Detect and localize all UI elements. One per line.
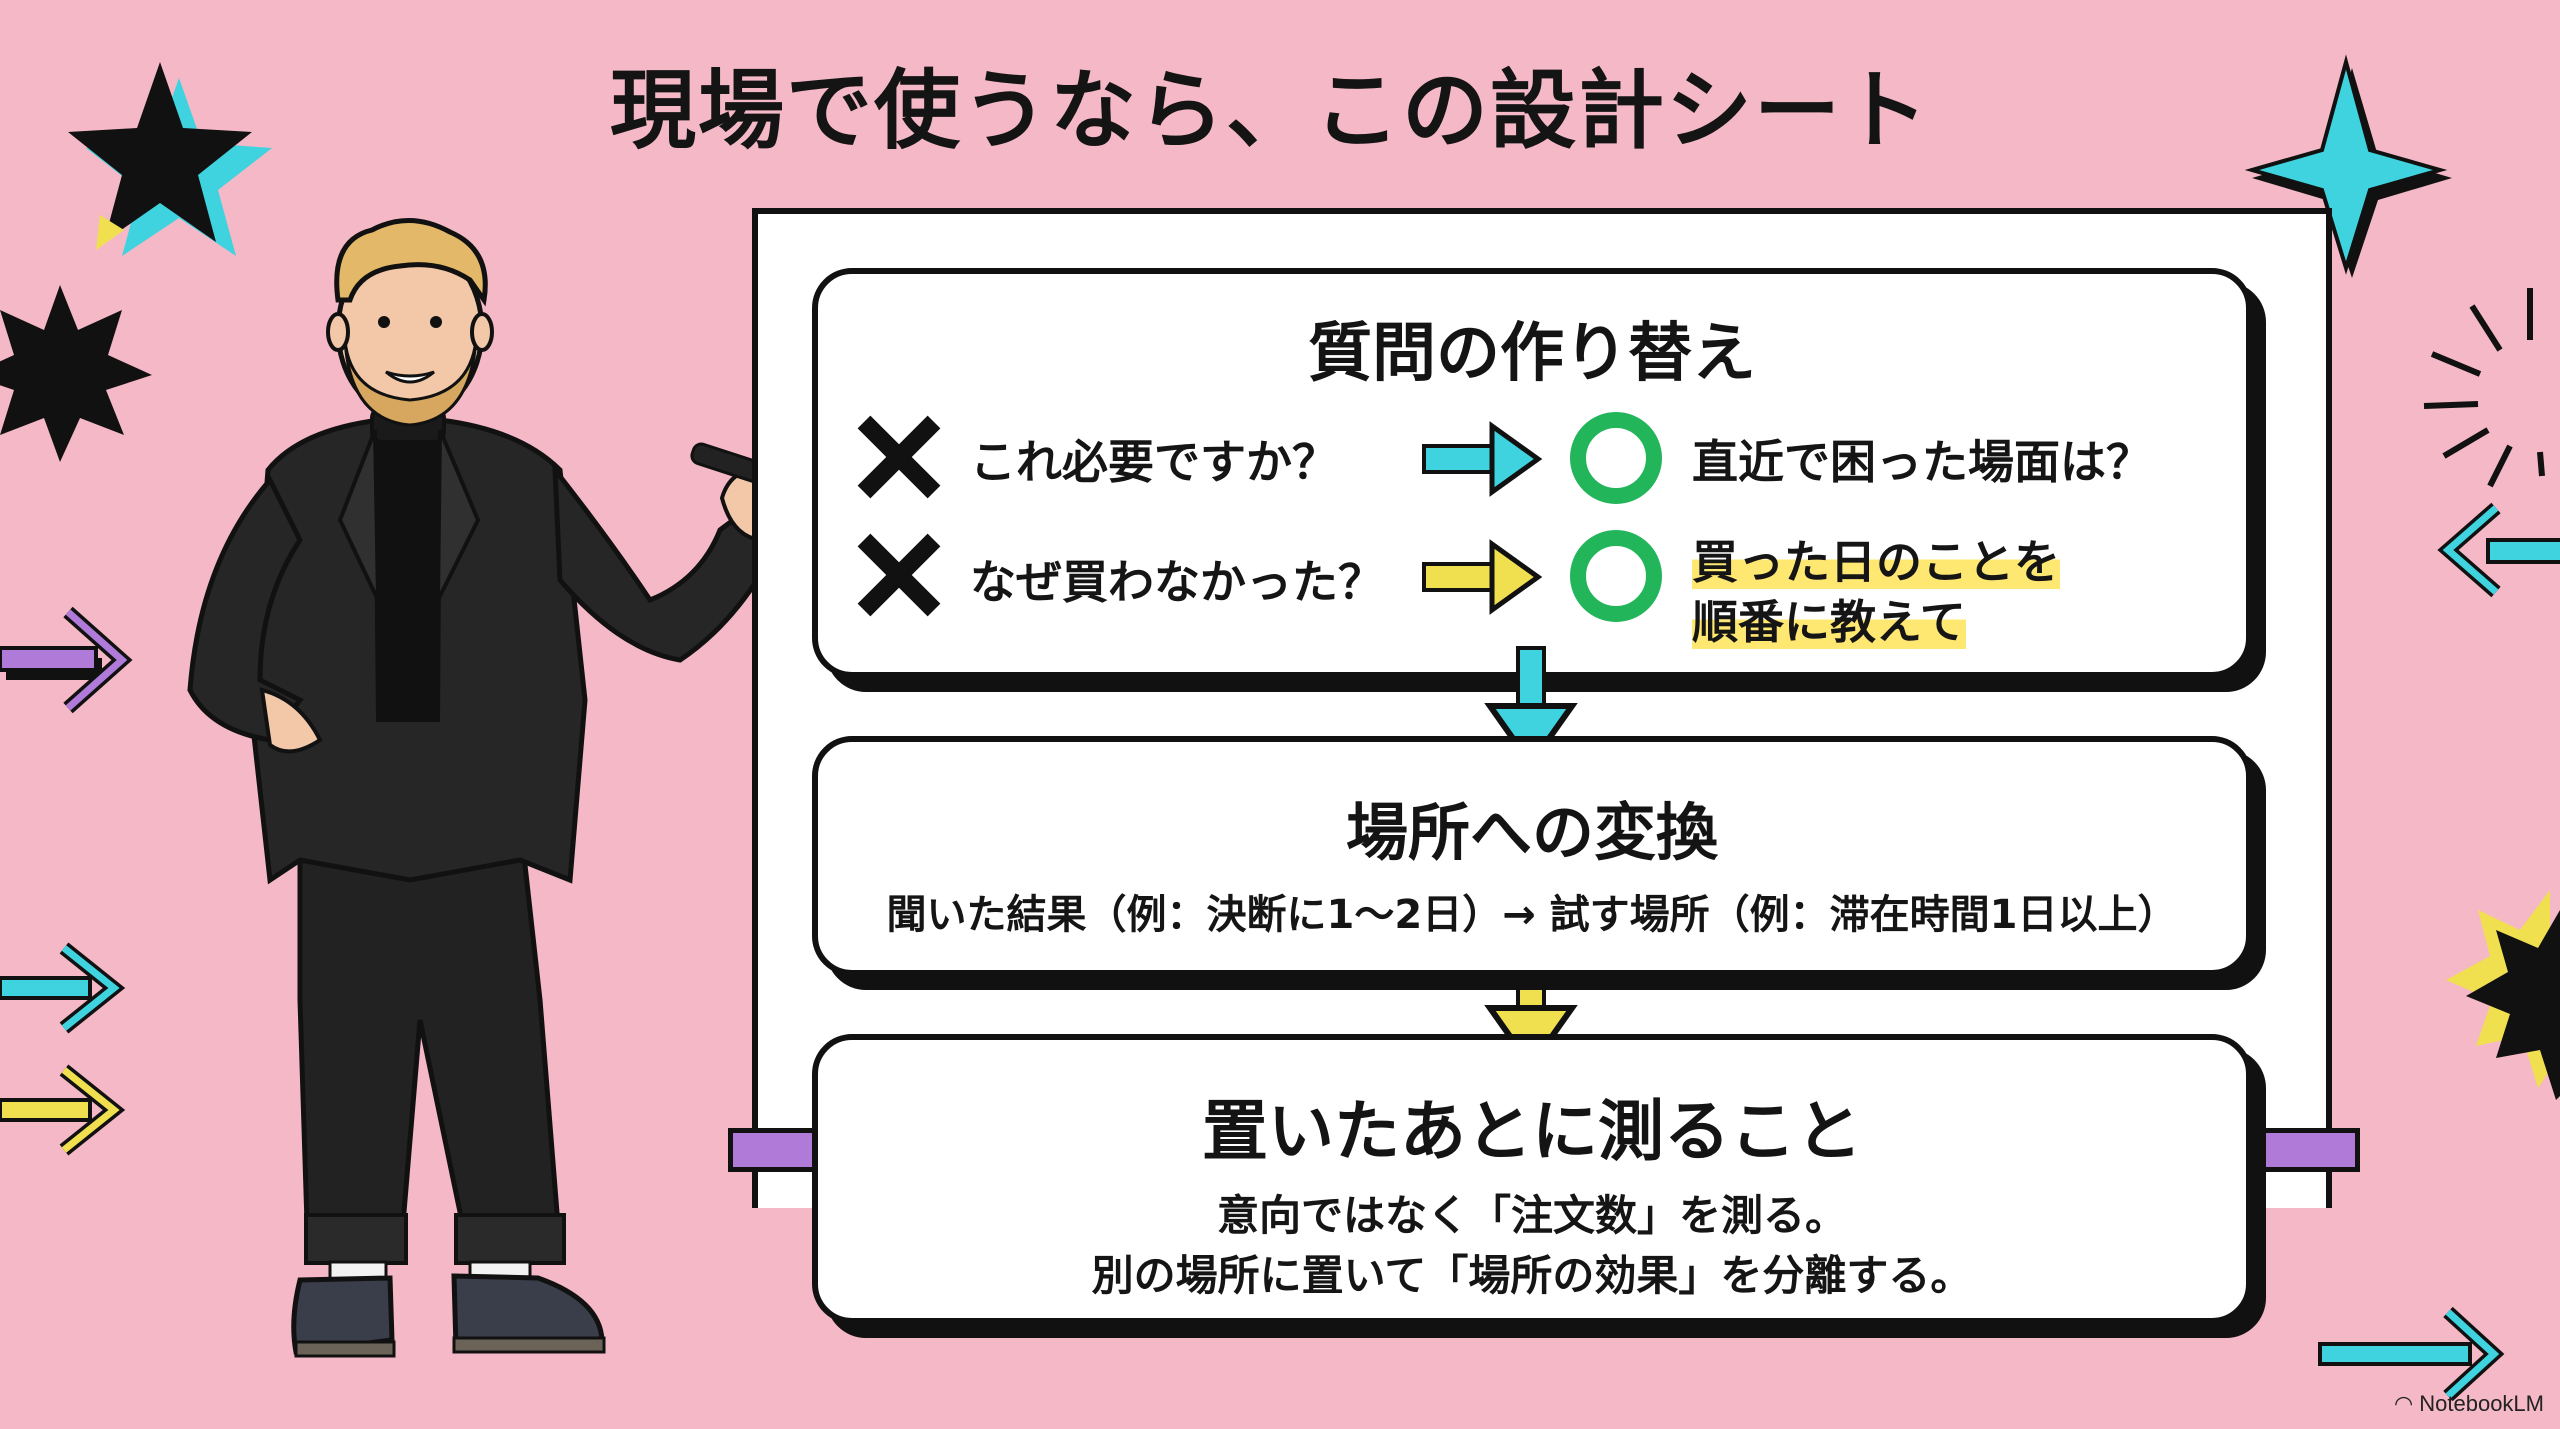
page-title: 現場で使うなら、この設計シート — [610, 61, 1930, 161]
yellow-arrow-icon — [0, 1064, 126, 1156]
cyan-arrow-icon — [0, 942, 126, 1034]
cyan-arrow-left-icon — [2437, 502, 2560, 598]
location-conversion-card: 場所への変換 聞いた結果（例：決断に1〜2日）→ 試す場所（例：滞在時間1日以上… — [812, 736, 2252, 976]
question-reframe-card: 質問の作り替え — [812, 268, 2252, 678]
burst-icon — [0, 285, 152, 462]
bad-question-2: なぜ買わなかった？ — [970, 555, 1384, 609]
cross-icon — [857, 415, 941, 499]
burst-icon-right — [2446, 890, 2560, 1100]
good-question-2-line2: 順番に教えて — [1692, 595, 1966, 649]
sunburst-icon — [2423, 288, 2545, 488]
location-conversion-text: 聞いた結果（例：決断に1〜2日）→ 試す場所（例：滞在時間1日以上） — [886, 892, 2178, 938]
cross-icon — [857, 533, 941, 617]
measurement-card: 置いたあとに測ること 意向ではなく「注文数」を測る。 別の場所に置いて「場所の効… — [812, 1034, 2252, 1324]
down-arrow-cyan-icon — [1484, 646, 1578, 770]
watermark: ◠ NotebookLM — [2393, 1391, 2544, 1416]
circle-ok-icon — [1570, 530, 1662, 622]
cyan-arrow-icon — [1422, 421, 1543, 497]
measurement-line-1: 意向ではなく「注文数」を測る。 — [1216, 1191, 1847, 1240]
good-question-1: 直近で困った場面は？ — [1692, 435, 2152, 489]
question-reframe-title: 質問の作り替え — [1308, 317, 1756, 391]
measurement-title: 置いたあとに測ること — [1202, 1093, 1862, 1170]
yellow-arrow-icon — [1422, 539, 1543, 615]
sparkle-icon — [2244, 54, 2452, 278]
measurement-line-2: 別の場所に置いて「場所の効果」を分離する。 — [1091, 1251, 1973, 1300]
cyan-arrow-bottom-icon — [2318, 1306, 2505, 1402]
notebooklm-logo-icon: ◠ — [2393, 1391, 2420, 1416]
bad-question-1: これ必要ですか？ — [970, 435, 1338, 489]
star-icon — [68, 62, 272, 256]
purple-arrow-icon — [0, 606, 133, 714]
good-question-2-line1: 買った日のことを — [1692, 535, 2060, 589]
location-conversion-title: 場所への変換 — [1345, 796, 1718, 869]
circle-ok-icon — [1570, 412, 1662, 504]
